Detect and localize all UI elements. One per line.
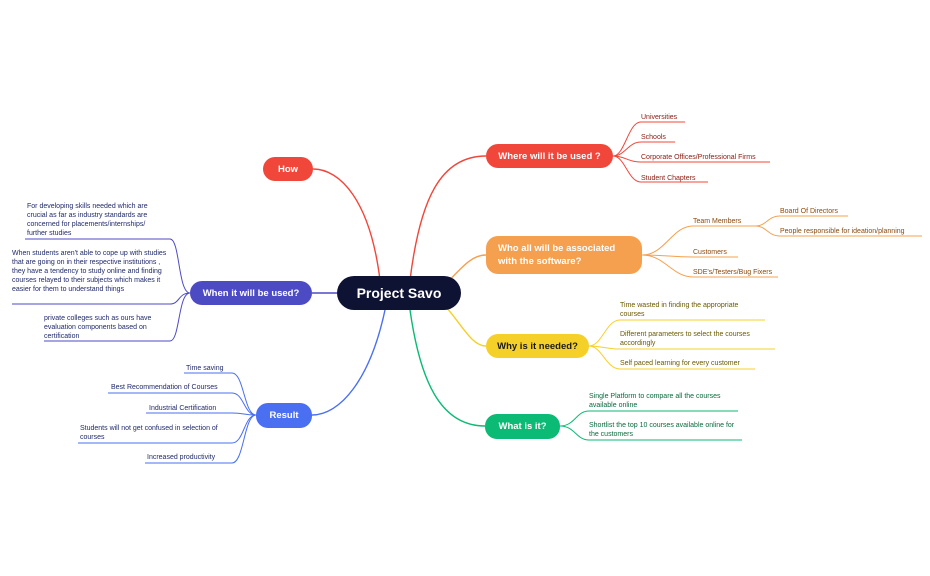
who-subitem-ideation[interactable]: People responsible for ideation/planning [780,228,905,235]
when-item-private[interactable]: private colleges such as ours have evalu… [44,315,152,340]
branch-what[interactable]: What is it? [485,414,560,439]
link-result-2 [146,412,257,416]
link-how [312,168,381,281]
link-result-1 [108,392,257,416]
branch-where[interactable]: Where will it be used ? [486,144,613,168]
where-item-corporate[interactable]: Corporate Offices/Professional Firms [641,154,756,161]
result-item-time[interactable]: Time saving [186,365,224,372]
link-who-sub-0 [755,215,848,227]
when-item-cope[interactable]: When students aren't able to cope up wit… [12,250,167,293]
branch-how[interactable]: How [263,157,313,181]
link-where-1 [612,141,675,157]
link-what [409,309,486,427]
link-where-2 [612,155,770,163]
result-item-productivity[interactable]: Increased productivity [147,454,216,461]
when-item-skills[interactable]: For developing skills needed which are c… [27,203,148,237]
result-item-cert[interactable]: Industrial Certification [149,405,217,412]
link-why-1 [588,345,775,350]
link-why-0 [588,319,765,347]
link-who-0 [641,225,756,256]
link-result-0 [184,372,257,416]
link-what-1 [559,425,742,441]
link-result-4 [145,414,257,464]
link-result [311,309,386,416]
who-item-customers[interactable]: Customers [693,249,727,256]
link-who-1 [641,254,738,258]
who-item-sde[interactable]: SDE's/Testers/Bug Fixers [693,269,773,276]
why-item-parameters[interactable]: Different parameters to select the cours… [620,331,750,347]
branch-result[interactable]: Result [256,403,312,428]
root-node[interactable]: Project Savo [337,276,461,310]
who-item-team[interactable]: Team Members [693,218,742,225]
link-where-0 [612,121,685,157]
result-item-recommend[interactable]: Best Recommendation of Courses [111,384,218,391]
link-why-2 [588,345,755,370]
link-when-1 [12,292,191,305]
why-item-time[interactable]: Time wasted in finding the appropriate c… [620,302,739,318]
branch-why[interactable]: Why is it needed? [486,334,589,358]
link-when-2 [44,292,191,342]
branch-when[interactable]: When it will be used? [190,281,312,305]
who-subitem-board[interactable]: Board Of Directors [780,208,838,215]
what-item-shortlist[interactable]: Shortlist the top 10 courses available o… [589,422,735,438]
what-item-platform[interactable]: Single Platform to compare all the cours… [589,393,721,409]
result-item-confused[interactable]: Students will not get confused in select… [80,425,218,441]
link-what-0 [559,410,738,427]
link-where [409,155,487,281]
branch-who[interactable]: Who all will be associated with the soft… [486,236,642,274]
link-when-0 [25,238,191,294]
link-who-2 [641,254,778,278]
link-who-sub-1 [755,225,922,237]
why-item-selfpaced[interactable]: Self paced learning for every customer [620,360,740,367]
where-item-universities[interactable]: Universities [641,114,678,121]
where-item-chapters[interactable]: Student Chapters [641,175,696,182]
link-where-3 [612,155,708,183]
where-item-schools[interactable]: Schools [641,134,666,141]
